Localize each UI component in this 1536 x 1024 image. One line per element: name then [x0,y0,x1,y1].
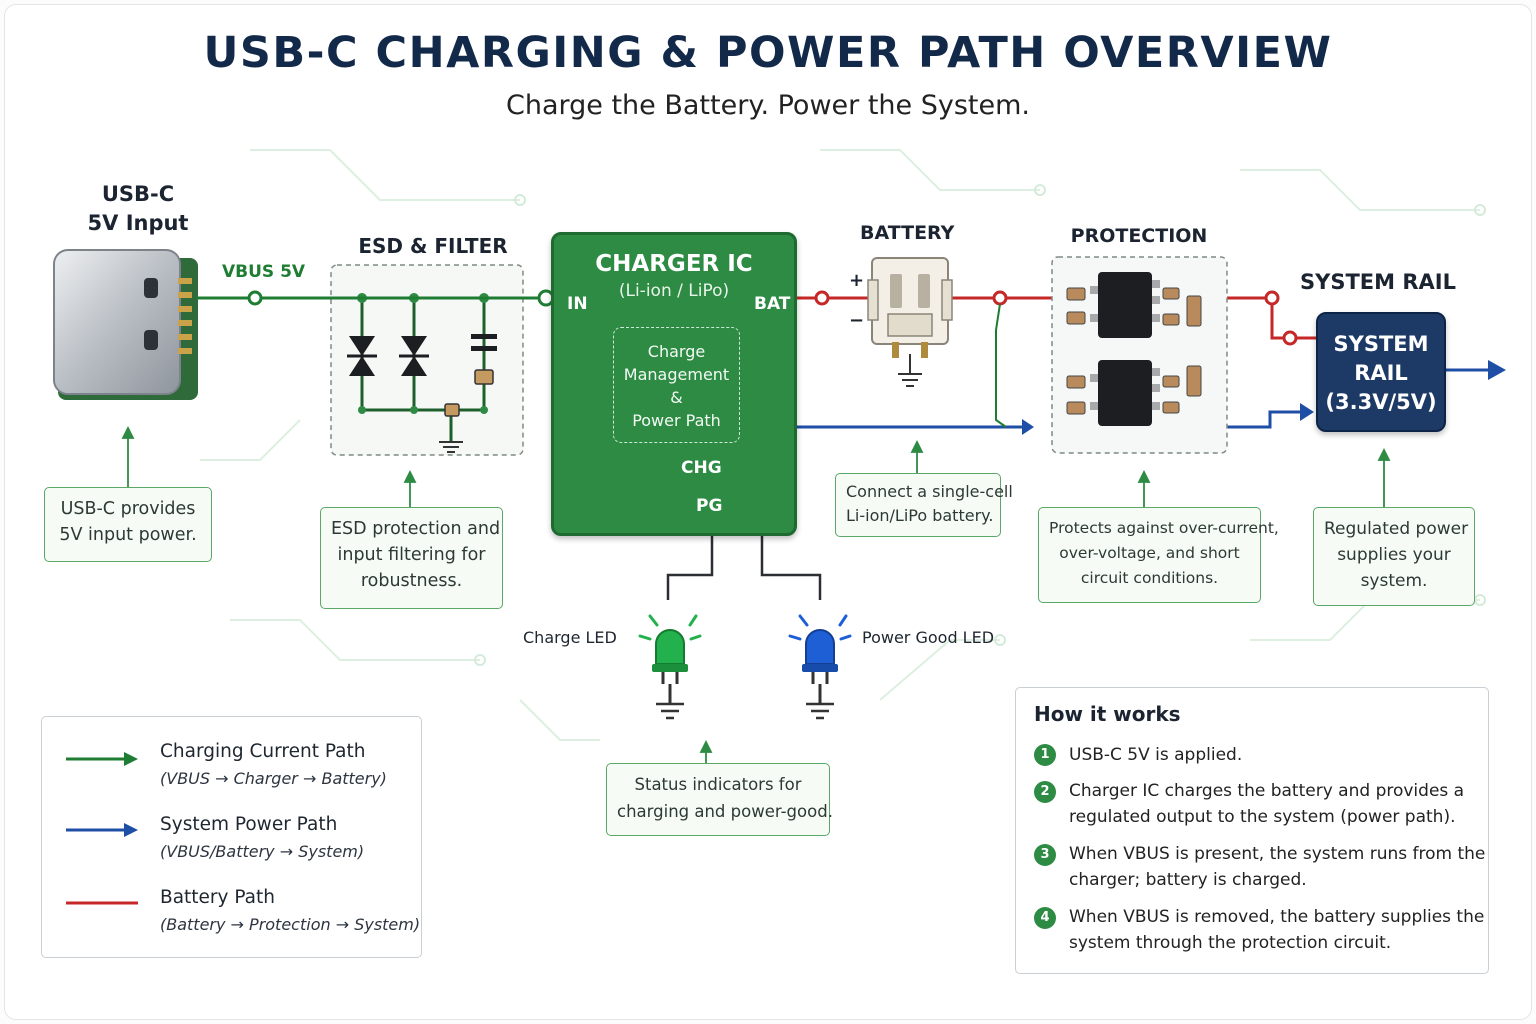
step-2-number: 2 [1034,781,1056,803]
battery-minus: − [849,310,865,331]
system-rail-box: SYSTEM RAIL (3.3V/5V) [1316,312,1446,432]
battery-callout-line1: Connect a single-cell [846,482,1013,501]
esd-callout: ESD protection and input filtering for r… [320,507,503,609]
step-3-text: When VBUS is present, the system runs fr… [1069,841,1485,893]
step-1-line1: USB-C 5V is applied. [1069,745,1243,765]
battery-label: BATTERY [860,222,955,244]
system-callout-line1: Regulated power [1324,519,1469,539]
status-callout-line2: charging and power-good. [617,802,833,821]
esd-callout-line2: input filtering for [337,545,486,565]
inner-line-4: Power Path [632,411,721,430]
legend-swatches [66,752,138,905]
step-1-text: USB-C 5V is applied. [1069,742,1242,768]
vbus-net-label: VBUS 5V [222,262,306,282]
system-rail-line1: SYSTEM [1333,332,1429,356]
green-led-icon [638,614,702,720]
usbc-label-line2: 5V Input [87,211,189,235]
legend: Charging Current Path (VBUS → Charger → … [41,716,422,958]
usb-c-connector-icon [53,249,198,400]
step-2-text: Charger IC charges the battery and provi… [1069,778,1464,830]
step-4-number: 4 [1034,907,1056,929]
esd-callout-line3: robustness. [360,571,463,591]
system-rail-label: SYSTEM RAIL [1300,270,1456,294]
step-1-number: 1 [1034,744,1056,766]
charger-subtitle: (Li-ion / LiPo) [618,281,730,301]
protection-callout-line1: Protects against over-current, [1049,519,1279,537]
power-good-led-label: Power Good LED [862,628,995,647]
step-3-line1: When VBUS is present, the system runs fr… [1069,844,1486,864]
step-4-line2: system through the protection circuit. [1069,933,1392,953]
step-3-number: 3 [1034,844,1056,866]
protection-callout-line3: circuit conditions. [1080,569,1219,587]
protection-box [1051,256,1228,454]
step-2-line2: regulated output to the system (power pa… [1069,807,1456,827]
usbc-callout: USB-C provides 5V input power. [44,487,212,562]
usbc-label-line1: USB-C [101,182,175,206]
charger-title: CHARGER IC [595,251,753,277]
legend-item-3-title: Battery Path [160,887,275,908]
usbc-callout-line1: USB-C provides [60,499,196,519]
battery-callout: Connect a single-cell Li-ion/LiPo batter… [835,473,1013,537]
inner-line-1: Charge [647,342,706,361]
system-rail-line3: (3.3V/5V) [1325,390,1437,414]
battery-plus: + [849,270,865,291]
legend-item-1-title: Charging Current Path [160,741,366,762]
blue-led-icon [788,614,852,720]
page-subtitle: Charge the Battery. Power the System. [506,90,1030,121]
tvs-diode-icon [347,336,429,376]
esd-callout-line1: ESD protection and [331,519,501,539]
charge-management-box: Charge Management & Power Path [613,327,740,443]
protection-label: PROTECTION [1070,225,1208,247]
status-callout-line1: Status indicators for [634,775,802,794]
legend-item-1-detail: (VBUS → Charger → Battery) [160,769,387,788]
step-4-text: When VBUS is removed, the battery suppli… [1069,904,1484,956]
battery-callout-line2: Li-ion/LiPo battery. [846,506,994,525]
pin-chg-label: CHG [681,458,722,478]
capacitor-icon [444,334,497,417]
pin-bat-label: BAT [754,294,791,314]
page-title: USB-C CHARGING & POWER PATH OVERVIEW [203,28,1333,78]
how-it-works-title: How it works [1034,702,1181,726]
protection-callout-line2: over-voltage, and short [1059,544,1240,562]
system-rail-line2: RAIL [1354,361,1408,385]
system-callout: Regulated power supplies your system. [1313,507,1475,606]
inner-line-3: & [670,388,683,407]
step-4-line1: When VBUS is removed, the battery suppli… [1069,907,1485,927]
how-it-works-panel: How it works 1 USB-C 5V is applied. 2 Ch… [1015,687,1489,974]
protection-callout: Protects against over-current, over-volt… [1038,507,1279,603]
charger-ic-block: CHARGER IC (Li-ion / LiPo) IN BAT Charge… [551,232,797,536]
usbc-callout-line2: 5V input power. [59,525,197,545]
step-3-line2: charger; battery is charged. [1069,870,1307,890]
status-callout: Status indicators for charging and power… [606,763,833,836]
inner-line-2: Management [623,365,730,384]
esd-label: ESD & FILTER [358,234,508,258]
legend-item-2-title: System Power Path [160,814,338,835]
step-2-line1: Charger IC charges the battery and provi… [1069,781,1465,801]
charge-led-label: Charge LED [523,628,617,647]
legend-item-3-detail: (Battery → Protection → System) [160,915,421,934]
battery-connector-icon [867,257,953,387]
pin-pg-label: PG [696,496,723,516]
mosfet-chip-icon [1090,272,1160,426]
esd-filter-box [330,264,524,456]
legend-item-2-detail: (VBUS/Battery → System) [160,842,365,861]
system-power-path [797,368,1492,429]
pin-in-label: IN [567,294,588,314]
usbc-label: USB-C 5V Input [78,180,198,238]
system-callout-line2: supplies your [1337,545,1451,565]
system-callout-line3: system. [1360,571,1428,591]
